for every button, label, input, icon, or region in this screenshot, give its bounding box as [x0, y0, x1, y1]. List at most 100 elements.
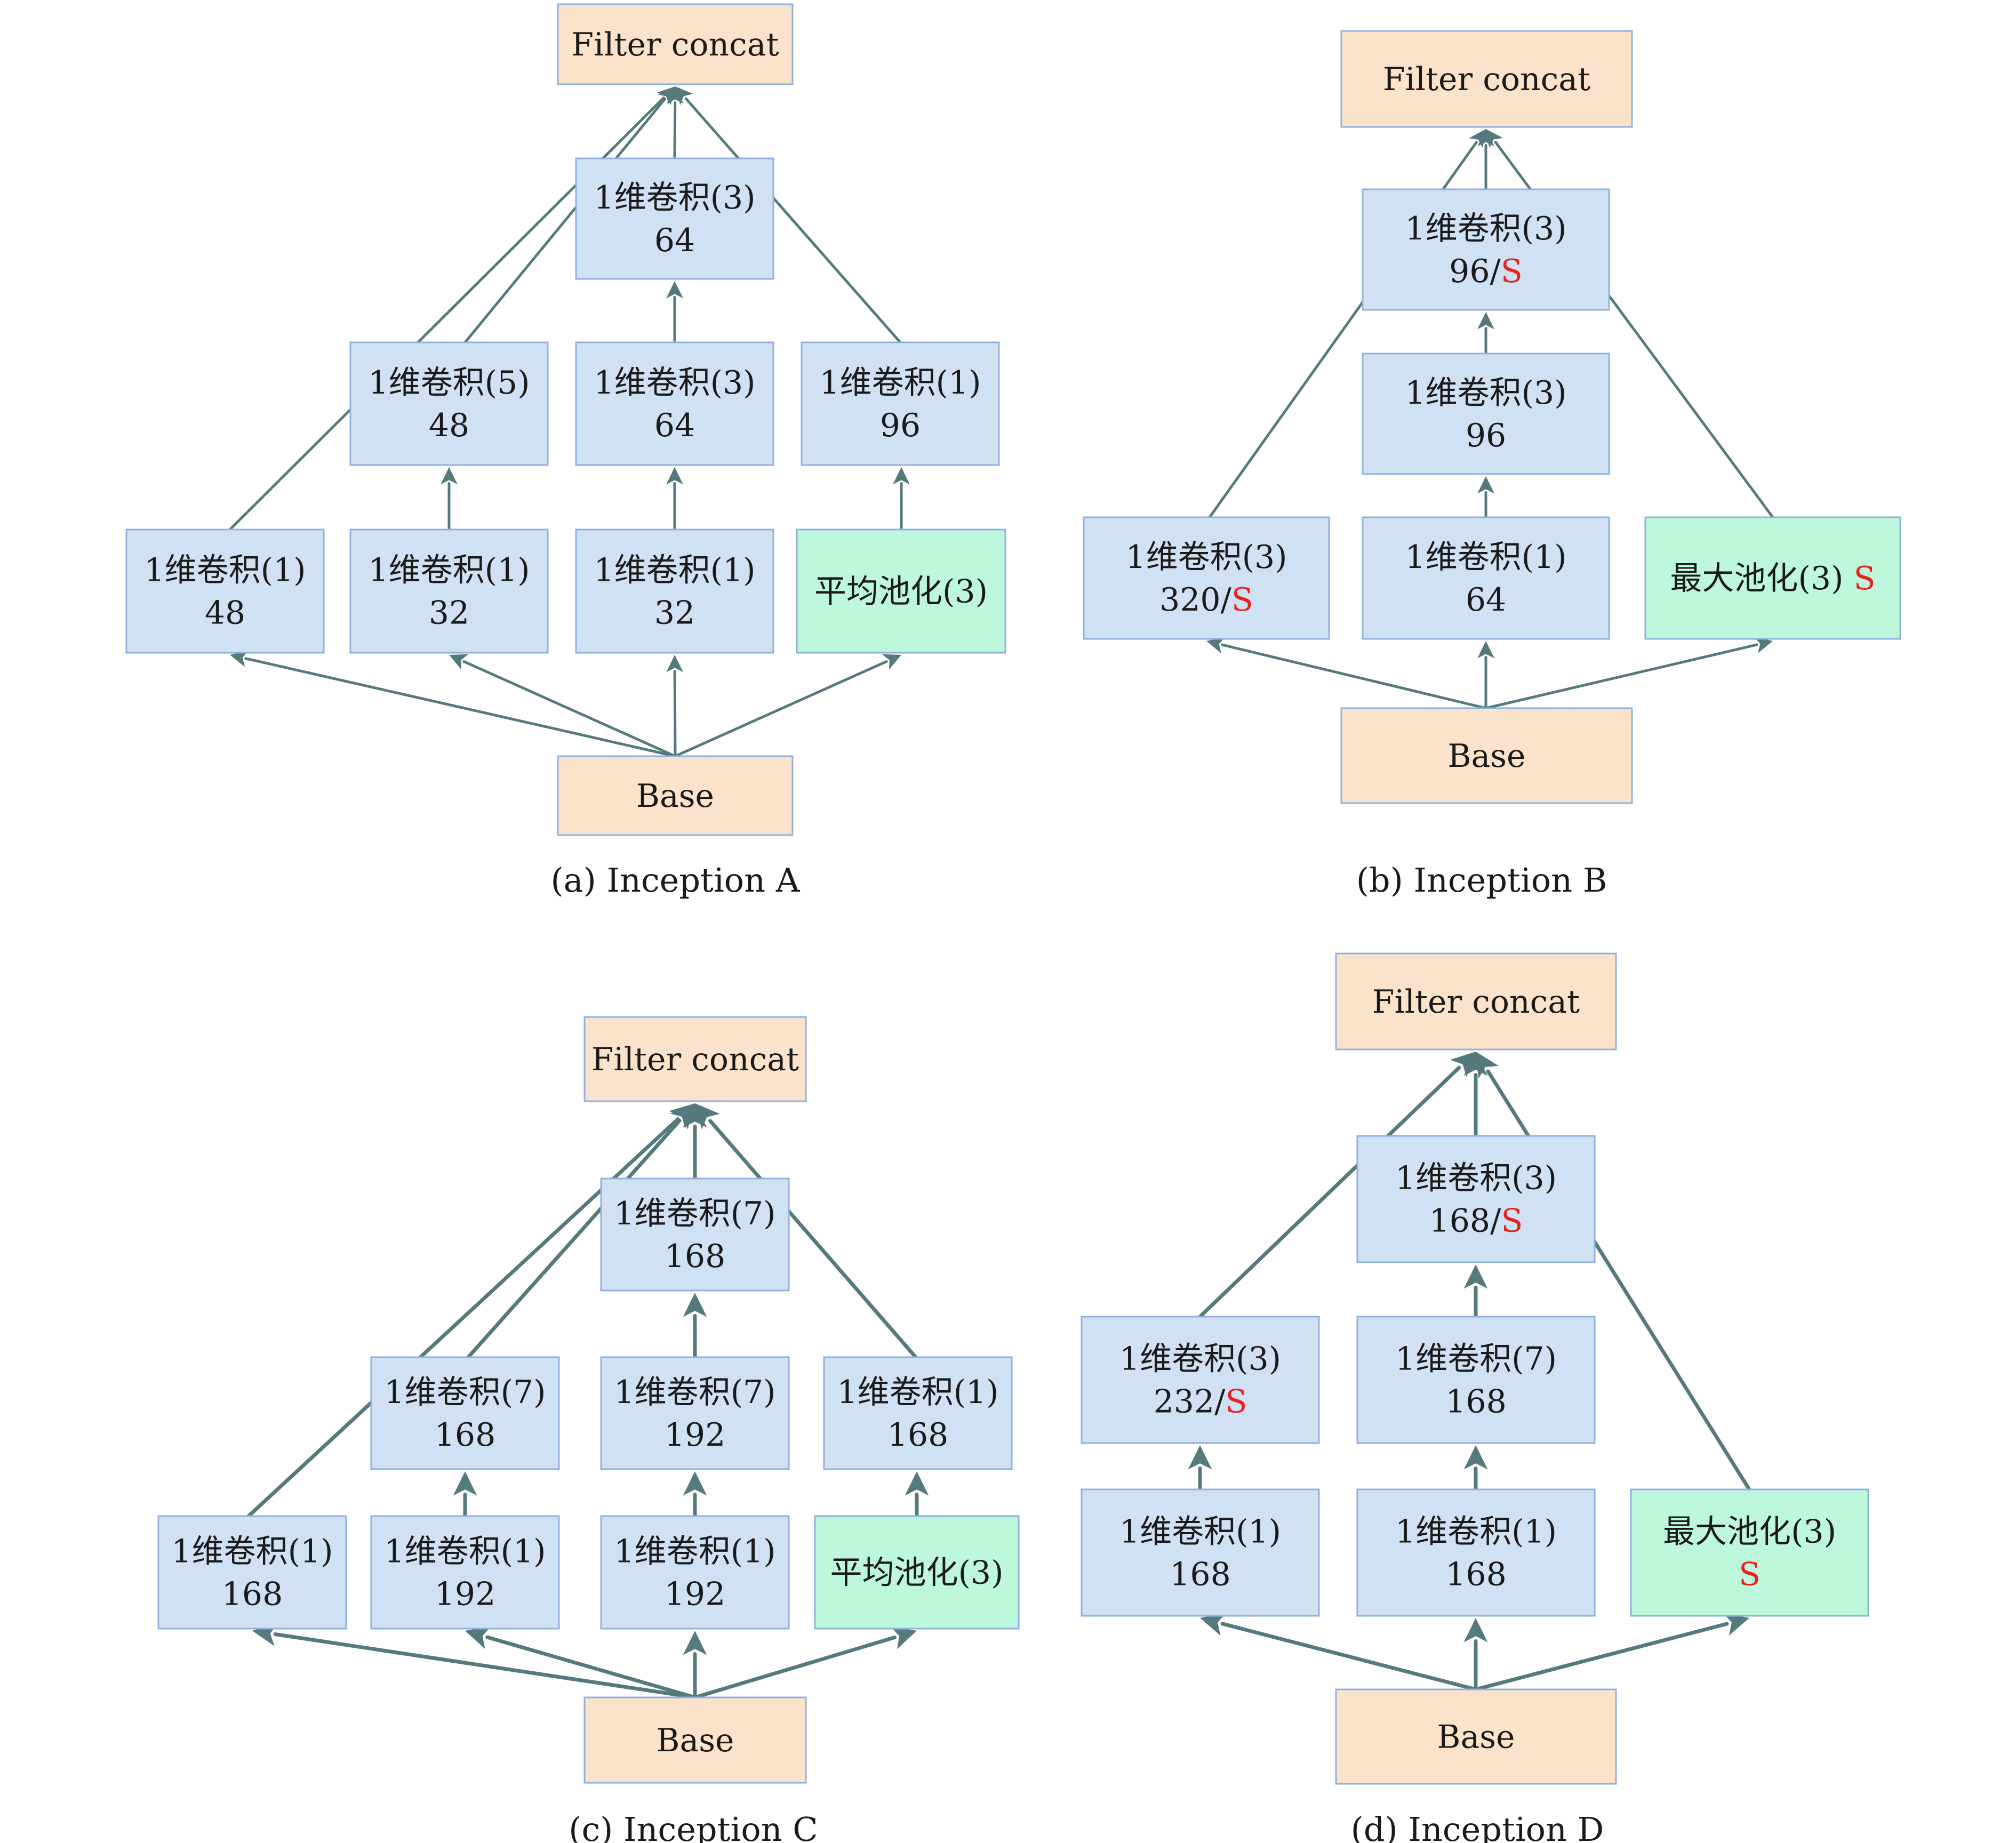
node-label-line: 192 — [665, 1416, 726, 1454]
node-c-b1: 1维卷积(1)168 — [157, 1515, 347, 1630]
node-box — [575, 157, 774, 280]
node-label-line: 平均池化(3) — [814, 573, 988, 611]
label-segment: 168 — [1170, 1556, 1231, 1593]
node-a-c3top: 1维卷积(3)64 — [575, 157, 774, 280]
arrowhead-a-5 — [666, 467, 683, 485]
label-segment: 168 — [665, 1238, 726, 1275]
node-b-top: 1维卷积(3) 96/S — [1362, 188, 1610, 311]
arrowhead-d-0 — [1200, 1612, 1227, 1636]
node-c-fc: Filter concat — [583, 1016, 807, 1102]
arrowhead-d-1 — [1463, 1618, 1488, 1642]
edge-a-3 — [674, 660, 888, 758]
label-segment: Base — [636, 778, 714, 815]
node-label-line: 1维卷积(3) — [1405, 210, 1566, 247]
label-segment: 1维卷积(1) — [1119, 1513, 1281, 1551]
node-box — [1356, 1316, 1596, 1444]
caption-c: (c) Inception C — [569, 1810, 818, 1843]
edge-a-1 — [462, 660, 677, 758]
node-label-line: Filter concat — [571, 26, 779, 63]
node-box — [370, 1515, 560, 1630]
edge-c-10 — [466, 1118, 682, 1359]
arrowhead-a-10 — [658, 86, 675, 106]
node-box — [557, 755, 794, 836]
node-label-line: 1维卷积(1) — [1405, 539, 1566, 576]
node-box — [1335, 1688, 1617, 1785]
node-label-line: 168 — [665, 1238, 726, 1275]
label-segment: 1维卷积(7) — [384, 1374, 546, 1411]
label-segment: 1维卷积(1) — [614, 1533, 775, 1570]
arrowhead-c-10 — [669, 1103, 695, 1129]
edges-layer — [228, 86, 1774, 1700]
node-box — [370, 1356, 560, 1470]
node-label-line: 64 — [1466, 581, 1506, 619]
label-segment: Base — [656, 1722, 734, 1759]
arrowhead-d-4 — [1463, 1445, 1488, 1470]
edge-d-7 — [1198, 1065, 1461, 1319]
label-segment: 1维卷积(3) — [1119, 1341, 1281, 1378]
arrowhead-c-2 — [683, 1631, 707, 1655]
node-b-center: 1维卷积(1) 64 — [1362, 516, 1610, 640]
node-d-cb: 1维卷积(1) 168 — [1356, 1488, 1596, 1617]
node-label-line: 168 — [1170, 1556, 1231, 1593]
node-box — [823, 1356, 1013, 1470]
arrowhead-a-3 — [882, 654, 901, 670]
node-box — [583, 1696, 807, 1784]
node-box — [1340, 707, 1633, 804]
node-b-left: 1维卷积(3)320/S — [1083, 516, 1330, 640]
label-segment: 1维卷积(3) — [1395, 1160, 1557, 1197]
node-c-m3: 1维卷积(1) 168 — [823, 1356, 1013, 1470]
node-box — [600, 1177, 790, 1292]
label-segment: 平均池化(3) — [814, 573, 988, 611]
label-segment: 168 — [1445, 1383, 1507, 1421]
edge-c-11 — [708, 1119, 918, 1359]
node-box — [1335, 952, 1617, 1051]
node-c-base: Base — [583, 1696, 807, 1784]
node-d-fc: Filter concat — [1335, 952, 1617, 1051]
label-segment: Base — [1437, 1719, 1515, 1756]
node-d-lm: 1维卷积(3)232/S — [1081, 1316, 1320, 1444]
node-label-line: 1维卷积(3) — [1395, 1160, 1557, 1197]
node-label-line: 平均池化(3) — [830, 1554, 1004, 1592]
node-box — [125, 528, 325, 654]
node-a-c5: 1维卷积(5) 48 — [349, 341, 549, 466]
node-label-line: 192 — [435, 1576, 496, 1613]
caption-d: (d) Inception D — [1351, 1810, 1604, 1843]
node-box — [801, 341, 1000, 466]
node-label-line: 96 — [1466, 417, 1506, 454]
node-label-line: 1维卷积(1) — [819, 364, 981, 402]
node-box — [349, 341, 549, 466]
node-a-b2: 1维卷积(1)32 — [349, 528, 549, 654]
node-a-c1r: 1维卷积(1)96 — [801, 341, 1000, 466]
label-segment: 168 — [1445, 1556, 1507, 1593]
node-label-line: 1维卷积(7) — [614, 1195, 775, 1232]
label-segment: 1维卷积(7) — [614, 1374, 775, 1411]
label-segment: Filter concat — [591, 1041, 799, 1078]
label-segment: 最大池化(3) — [1670, 560, 1853, 597]
node-label-line: 1维卷积(1) — [1395, 1513, 1557, 1551]
node-b-pool: 最大池化(3) S — [1644, 516, 1901, 640]
edge-d-0 — [1220, 1622, 1478, 1692]
node-c-m2: 1维卷积(7) 192 — [600, 1356, 790, 1470]
node-label-line: 64 — [654, 222, 695, 259]
node-c-top: 1维卷积(7) 168 — [600, 1177, 790, 1292]
edge-c-3 — [693, 1636, 897, 1700]
arrowhead-c-5 — [683, 1471, 707, 1496]
node-box — [1362, 516, 1610, 640]
arrowhead-d-2 — [1723, 1612, 1749, 1636]
label-segment: 48 — [429, 407, 469, 444]
label-segment: 168/ — [1429, 1203, 1502, 1240]
label-segment: 1维卷积(1) — [837, 1374, 998, 1411]
node-label-line: 1维卷积(7) — [384, 1374, 546, 1411]
node-label-line: 1维卷积(3) — [594, 364, 755, 402]
node-c-b3: 1维卷积(1)192 — [600, 1515, 790, 1630]
label-segment: 1维卷积(5) — [368, 364, 530, 402]
node-d-lb: 1维卷积(1) 168 — [1081, 1488, 1320, 1617]
node-label-line: Base — [636, 778, 714, 815]
node-label-line: 1维卷积(1) — [368, 552, 530, 589]
node-label-line: 1维卷积(3) — [1125, 539, 1287, 576]
stride-marker: S — [1501, 253, 1523, 290]
node-label-line: 168 — [887, 1416, 949, 1454]
label-segment: 96/ — [1449, 253, 1501, 290]
stride-marker: S — [1853, 560, 1875, 597]
arrowhead-a-2 — [666, 655, 684, 672]
